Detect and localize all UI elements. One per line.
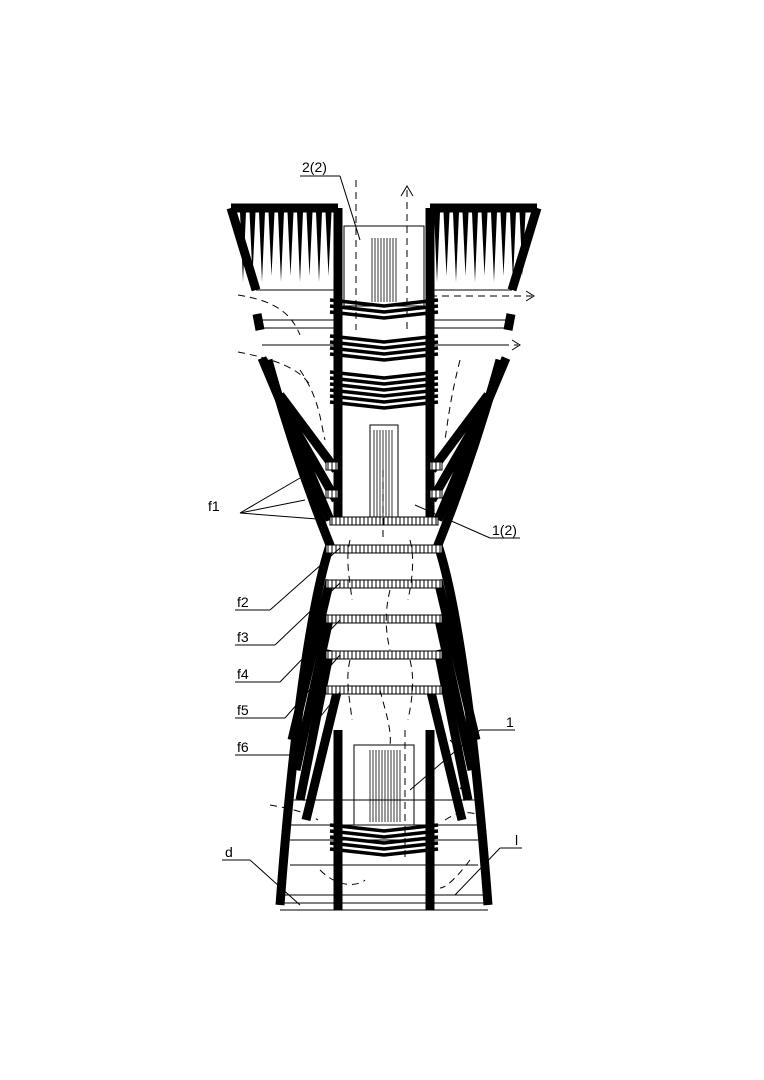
chevron-plate (329, 835, 439, 845)
right-outer-wall (433, 358, 505, 906)
label-f3: f3 (237, 629, 249, 645)
label-d: d (225, 844, 233, 860)
chevron-plate (329, 340, 439, 350)
funnel-fin-right (453, 212, 459, 282)
chevron-plate (329, 370, 439, 380)
funnel-fin-left (297, 212, 303, 282)
label-f6: f6 (237, 739, 249, 755)
chevron-plate (329, 388, 439, 398)
funnel-fin-right (510, 212, 516, 282)
chevron-plate (329, 352, 439, 362)
funnel-fin-right (500, 212, 507, 276)
chevron-plate (329, 394, 439, 404)
funnel-fin-left (268, 212, 275, 276)
funnel-fin-left (316, 212, 322, 282)
airflow-paths (237, 180, 535, 889)
chevron-plate (329, 847, 439, 857)
top-funnel-right-wall (507, 206, 542, 292)
funnel-fin-right (481, 212, 488, 276)
leader-lines (222, 175, 522, 906)
chevron-plate (329, 841, 439, 851)
label-mid-tube: 1(2) (492, 522, 517, 538)
chevron-plate (329, 382, 439, 392)
funnel-fin-left (278, 212, 284, 282)
funnel-fin-left (287, 212, 294, 276)
label-f5: f5 (237, 702, 249, 718)
chevron-plate (329, 400, 439, 410)
funnel-fin-left (325, 212, 332, 276)
funnel-fin-left (306, 212, 313, 276)
upper-shell (252, 313, 516, 906)
lower-shell-struts (287, 578, 481, 822)
funnel-fin-right (462, 212, 469, 276)
funnel-fin-right (519, 212, 526, 276)
chevron-plate (329, 829, 439, 839)
label-f2: f2 (237, 594, 249, 610)
chevron-plate (329, 334, 439, 344)
funnel-fin-right (491, 212, 497, 282)
label-f1: f1 (208, 498, 220, 514)
left-outer-wall (263, 358, 335, 906)
funnel-fin-right (434, 212, 440, 282)
top-funnel-fins (240, 208, 526, 330)
top-funnel (226, 203, 542, 330)
central-column (333, 225, 435, 910)
label-l: l (515, 832, 518, 848)
chevron-plate-stacks (329, 298, 439, 857)
perforated-plates (325, 461, 443, 695)
base (280, 799, 488, 911)
funnel-fin-left (259, 212, 265, 282)
labels: 2(2) f1 1(2) f2 f3 f4 f5 f6 1 d l (208, 159, 518, 860)
funnel-fin-right (472, 212, 478, 282)
chevron-plate (329, 346, 439, 356)
funnel-fin-right (443, 212, 450, 276)
funnel-fin-left (240, 212, 246, 282)
chevron-plate (329, 376, 439, 386)
chevron-plate (329, 310, 439, 320)
chevron-plate (329, 304, 439, 314)
label-bottom-tube: 1 (506, 714, 514, 730)
label-top-tube: 2(2) (302, 159, 327, 175)
label-f4: f4 (237, 666, 249, 682)
chevron-plate (329, 298, 439, 308)
funnel-fin-left (249, 212, 256, 276)
chevron-plate (329, 823, 439, 833)
